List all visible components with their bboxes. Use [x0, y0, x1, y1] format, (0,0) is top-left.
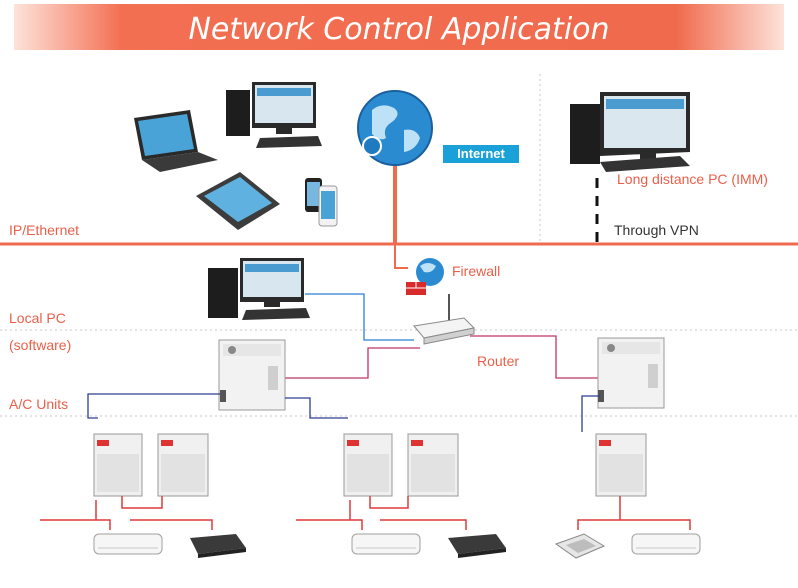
- piping-2-branch: [296, 500, 467, 530]
- indoor-wall-unit: [351, 533, 421, 555]
- firewall-link: [394, 244, 408, 269]
- through-vpn-label: Through VPN: [614, 222, 699, 238]
- remote-pc-icon: [570, 92, 690, 172]
- outdoor-unit: [407, 433, 459, 497]
- local-pc-label: Local PC: [9, 310, 66, 326]
- ac-bus-3: [581, 395, 600, 432]
- globe-icon: [357, 90, 433, 166]
- title-banner: Network Control Application: [14, 4, 784, 50]
- software-label: (software): [9, 337, 72, 353]
- outdoor-unit: [595, 433, 647, 497]
- piping-1-branch: [40, 500, 213, 530]
- tablet-icon: [196, 172, 280, 230]
- laptop-icon: [134, 110, 218, 172]
- piping-3: [577, 496, 691, 530]
- firewall-icon: [406, 258, 444, 295]
- ac-bus-2: [285, 397, 348, 419]
- piping-1: [121, 496, 163, 509]
- indoor-wall-unit: [93, 533, 163, 555]
- controller-1-link: [285, 347, 420, 379]
- phone-icon: [305, 178, 338, 227]
- local-pc-icon: [208, 258, 310, 320]
- indoor-duct-unit: [448, 534, 506, 558]
- router-label: Router: [477, 353, 520, 369]
- ip-ethernet-label: IP/Ethernet: [9, 222, 80, 238]
- indoor-wall-unit: [631, 533, 701, 555]
- controller-1: [218, 339, 286, 411]
- controller-2: [597, 337, 665, 409]
- indoor-cassette-unit: [554, 533, 606, 559]
- controller-2-link: [470, 335, 598, 379]
- ac-units-label: A/C Units: [9, 396, 69, 412]
- firewall-label: Firewall: [452, 263, 501, 279]
- ac-bus-1: [87, 393, 220, 419]
- router-icon: [413, 294, 476, 345]
- page-title: Network Control Application: [188, 12, 610, 47]
- piping-2: [369, 496, 409, 509]
- outdoor-unit: [343, 433, 393, 497]
- long-distance-pc-label: Long distance PC (IMM): [617, 171, 768, 187]
- local-pc-link: [305, 293, 414, 341]
- desktop-pc-icon: [226, 82, 322, 148]
- outdoor-unit: [93, 433, 143, 497]
- indoor-duct-unit: [190, 534, 246, 558]
- outdoor-unit: [157, 433, 209, 497]
- internet-label: Internet: [443, 145, 519, 163]
